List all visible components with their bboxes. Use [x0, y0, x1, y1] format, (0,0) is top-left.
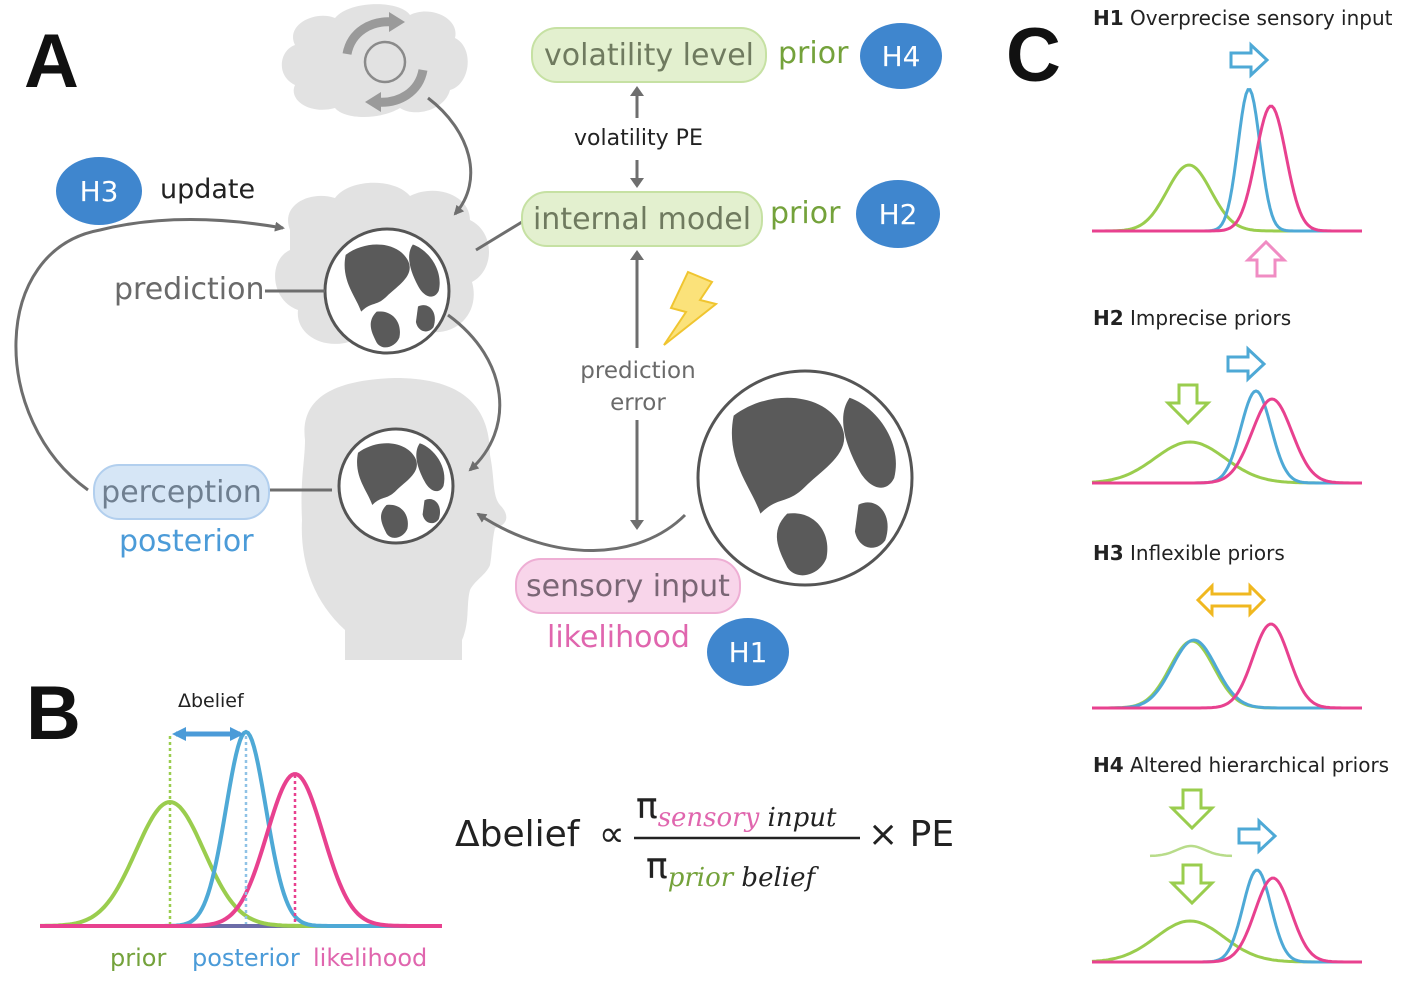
- world-cloud: [281, 4, 468, 118]
- internal-prior-label: prior: [770, 196, 841, 231]
- arrow-right-icon: [1237, 817, 1278, 855]
- perception-box: perception: [93, 464, 270, 520]
- h2-badge-text: H2: [878, 197, 918, 231]
- panel-b-likelihood-curve: [40, 772, 442, 928]
- earth-icon: [696, 369, 914, 587]
- arrow-down-icon: [1168, 788, 1216, 831]
- h3-code: H3: [1093, 541, 1124, 565]
- formula-pi-denominator: π: [646, 846, 668, 887]
- sensory-input-label: sensory input: [526, 568, 730, 604]
- prediction-error-arrowhead-up: [630, 250, 644, 260]
- h2-badge: H2: [856, 180, 940, 248]
- formula-denominator: πprior belief: [646, 846, 815, 893]
- world-to-model-arrow: [427, 96, 473, 216]
- h2-posterior-curve: [1092, 389, 1362, 485]
- h1-title-text: Overprecise sensory input: [1130, 6, 1393, 30]
- h4-code: H4: [1093, 753, 1124, 777]
- arrow-down-icon: [1168, 863, 1216, 906]
- update-label: update: [160, 174, 256, 205]
- h3-title: H3 Inflexible priors: [1093, 541, 1285, 565]
- h1-prior-curve: [1092, 163, 1362, 233]
- panel-label-a: A: [24, 19, 79, 104]
- h1-posterior-curve: [1092, 88, 1362, 233]
- arrow-right-icon: [1226, 345, 1267, 383]
- earth-icon: [323, 227, 451, 355]
- h1-code: H1: [1093, 6, 1124, 30]
- formula-times-pe: × PE: [868, 814, 955, 855]
- sensory-to-head-arrow: [476, 512, 687, 552]
- panel-b-delta-label: Δbelief: [178, 690, 244, 712]
- earth-icon: [337, 427, 455, 545]
- formula-den-prior: prior: [667, 863, 734, 893]
- panel-label-b: B: [26, 671, 81, 756]
- h4-badge-text: H4: [881, 39, 921, 73]
- internal-model-label: internal model: [532, 201, 752, 237]
- internal-model-box: internal model: [521, 191, 763, 247]
- formula-den-belief: belief: [733, 863, 816, 893]
- posterior-label: posterior: [119, 524, 254, 559]
- volatility-prior-label: prior: [778, 36, 849, 71]
- arrow-down-icon: [1164, 383, 1212, 426]
- volatility-level-box: volatility level: [531, 27, 767, 83]
- h3-prior-curve: [1092, 639, 1362, 710]
- arrow-right-icon: [1229, 41, 1270, 79]
- formula-proportional: ∝: [598, 814, 625, 855]
- formula-numerator: πsensory input: [636, 786, 836, 833]
- panel-b-posterior-curve: [40, 729, 442, 928]
- volatility-pe-arrowhead-up: [630, 86, 644, 96]
- h3-likelihood-curve: [1092, 622, 1362, 710]
- h2-title-text: Imprecise priors: [1130, 306, 1292, 330]
- perception-label: perception: [101, 474, 262, 510]
- volatility-pe-arrowhead-down: [630, 178, 644, 188]
- double-arrow-icon: [1195, 582, 1267, 618]
- h1-likelihood-curve: [1092, 104, 1362, 233]
- formula-pi-numerator: π: [636, 786, 658, 827]
- panel-b-plot: [40, 727, 442, 928]
- sensory-input-box: sensory input: [515, 558, 741, 614]
- h4-title-text: Altered hierarchical priors: [1130, 753, 1390, 777]
- likelihood-label: likelihood: [547, 620, 690, 655]
- h3-title-text: Inflexible priors: [1130, 541, 1285, 565]
- h4-upper-prior-curve: [1149, 844, 1233, 858]
- prediction-to-perception-arrow: [447, 313, 502, 472]
- formula-delta-belief: Δbelief: [455, 814, 580, 855]
- volatility-level-label: volatility level: [544, 37, 754, 73]
- panel-c-plots: [1091, 41, 1362, 964]
- prediction-error-label: prediction error: [580, 358, 696, 416]
- h2-title: H2 Imprecise priors: [1093, 306, 1291, 330]
- h1-badge-text: H1: [728, 635, 768, 669]
- h2-likelihood-curve: [1092, 397, 1362, 485]
- h4-prior-curve: [1091, 919, 1362, 964]
- cycle-icon: [342, 12, 428, 112]
- panel-b-legend-likelihood: likelihood: [313, 944, 428, 972]
- h1-title: H1 Overprecise sensory input: [1093, 6, 1392, 30]
- internal-model-connector: [475, 220, 523, 252]
- formula-lhs: Δbelief ∝: [455, 814, 625, 855]
- prediction-error-arrowhead-down: [630, 520, 644, 530]
- arrow-up-icon: [1244, 239, 1288, 278]
- h4-likelihood-curve: [1092, 876, 1362, 964]
- lightning-icon: [663, 270, 719, 346]
- panel-b-legend-prior: prior: [110, 944, 167, 972]
- panel-b-legend-posterior: posterior: [192, 944, 300, 972]
- h1-badge: H1: [707, 618, 789, 686]
- volatility-pe-label: volatility PE: [574, 126, 703, 151]
- formula-num-sensory: sensory: [657, 803, 760, 833]
- h4-badge: H4: [860, 23, 942, 89]
- formula-num-input: input: [759, 803, 837, 833]
- h3-badge-text: H3: [79, 174, 119, 208]
- prediction-label: prediction: [114, 272, 265, 307]
- h2-code: H2: [1093, 306, 1124, 330]
- panel-label-c: C: [1006, 13, 1061, 98]
- update-loop-arrow: [14, 218, 285, 492]
- h4-posterior-curve: [1092, 868, 1362, 964]
- h4-title: H4 Altered hierarchical priors: [1093, 753, 1389, 777]
- h3-badge: H3: [56, 157, 142, 225]
- h3-posterior-curve: [1092, 638, 1362, 710]
- panel-b-prior-curve: [40, 799, 442, 928]
